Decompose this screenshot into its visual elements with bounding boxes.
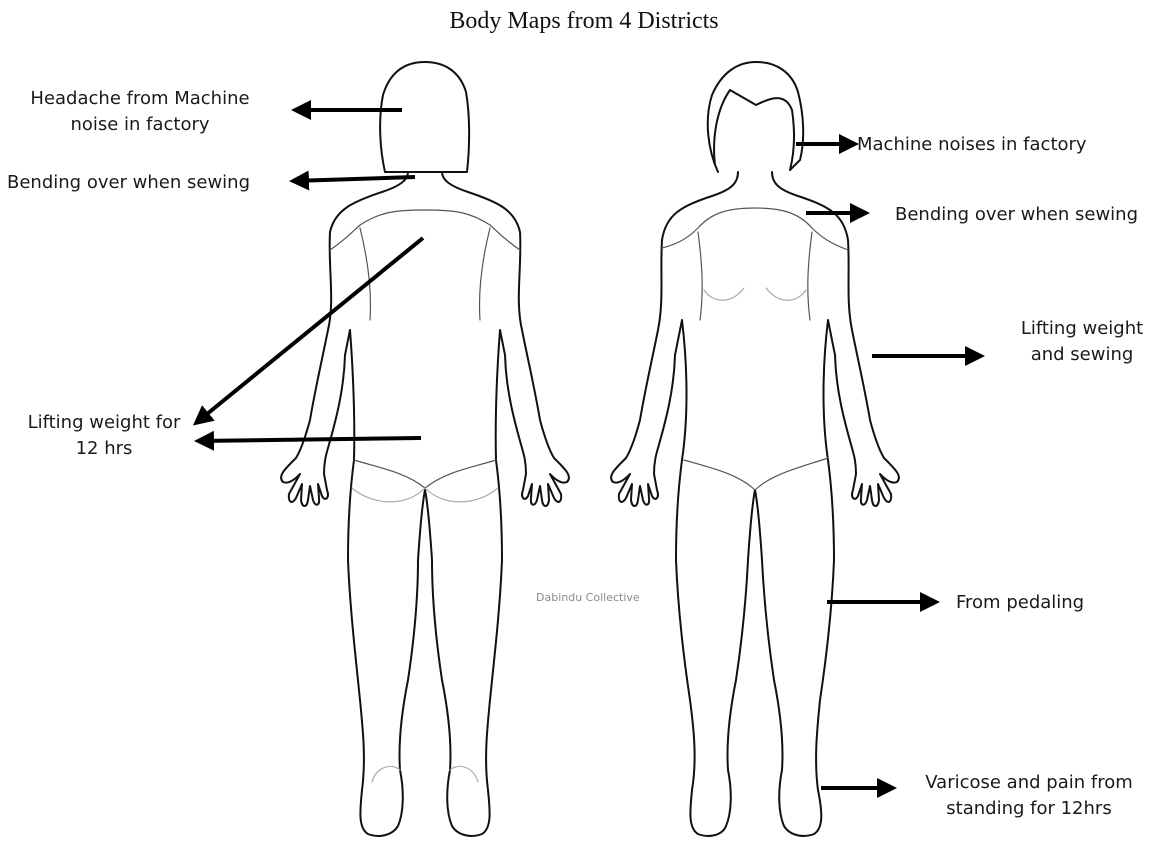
label-front-thigh-line1: From pedaling xyxy=(956,590,1084,616)
label-front-calf-line1: Varicose and pain from xyxy=(906,770,1152,796)
back-knee-marks xyxy=(372,766,478,782)
label-back-head: Headache from Machine noise in factory xyxy=(14,86,266,138)
label-front-calf-line2: standing for 12hrs xyxy=(906,796,1152,822)
label-front-shoulder: Bending over when sewing xyxy=(895,202,1138,228)
label-front-arm-line2: and sewing xyxy=(1008,342,1156,368)
front-arm-seam-left xyxy=(698,232,702,320)
label-back-neck: Bending over when sewing xyxy=(7,170,250,196)
back-arm-seam-left xyxy=(360,228,371,320)
back-arm-seam-right xyxy=(479,228,490,320)
back-waist-line xyxy=(354,460,496,488)
front-hip-line xyxy=(684,458,828,490)
label-back-lower-back-line1: Lifting weight for xyxy=(14,410,194,436)
front-body-outline xyxy=(611,172,899,836)
front-view-figure xyxy=(611,62,899,836)
back-shoulder-line xyxy=(330,210,520,250)
label-front-arm-line1: Lifting weight xyxy=(1008,316,1156,342)
arrow-back-shoulder-diag xyxy=(196,238,423,423)
label-front-ear: Machine noises in factory xyxy=(857,132,1087,158)
arrow-back-lower-back xyxy=(198,438,421,441)
label-back-head-line2: noise in factory xyxy=(14,112,266,138)
label-back-lower-back-line2: 12 hrs xyxy=(14,436,194,462)
label-front-ear-line1: Machine noises in factory xyxy=(857,132,1087,158)
arrow-back-neck xyxy=(293,177,415,181)
label-front-thigh: From pedaling xyxy=(956,590,1084,616)
label-front-arm: Lifting weight and sewing xyxy=(1008,316,1156,368)
front-head-hair xyxy=(708,62,803,172)
label-back-neck-line1: Bending over when sewing xyxy=(7,170,250,196)
front-arm-seam-right xyxy=(808,232,812,320)
back-body-outline xyxy=(281,172,569,836)
label-back-lower-back: Lifting weight for 12 hrs xyxy=(14,410,194,462)
watermark-text: Dabindu Collective xyxy=(536,591,640,604)
label-front-shoulder-line1: Bending over when sewing xyxy=(895,202,1138,228)
back-head-hair xyxy=(380,62,469,172)
front-chest-curves xyxy=(704,288,806,300)
label-front-calf: Varicose and pain from standing for 12hr… xyxy=(906,770,1152,822)
label-back-head-line1: Headache from Machine xyxy=(14,86,266,112)
arrows xyxy=(196,110,981,788)
